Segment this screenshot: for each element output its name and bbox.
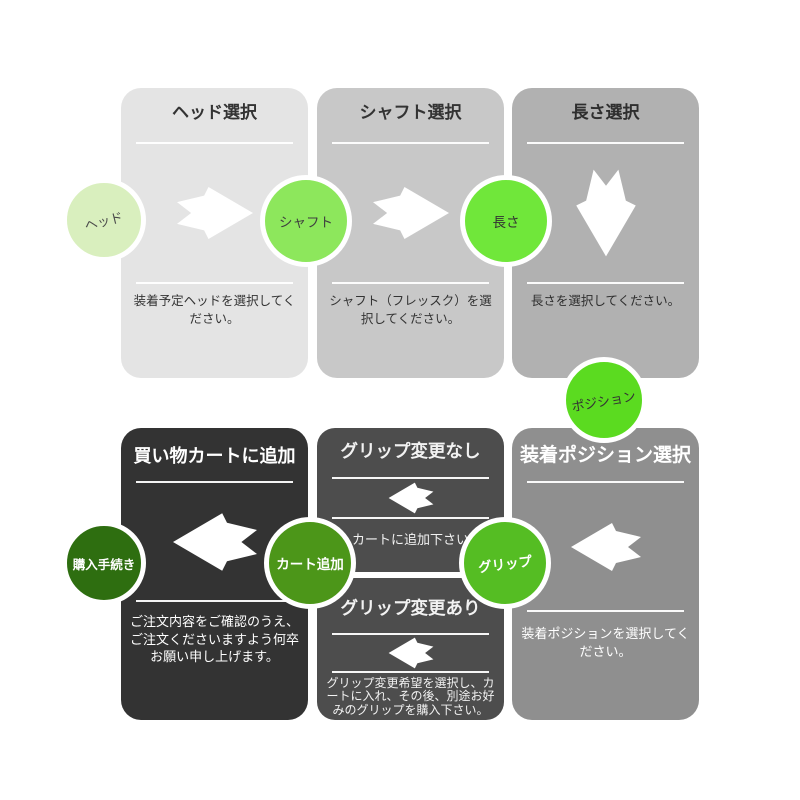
panel-title: 買い物カートに追加 [133,446,296,466]
left-arrow-icon [388,637,433,669]
badge-label: カート追加 [276,557,344,572]
badge-label: 購入手続き [72,557,136,572]
badge-cart-add: カート追加 [264,517,356,609]
divider [527,481,684,483]
badge-length: 長さ [460,175,552,267]
badge-position: ポジション [561,357,647,443]
badge-head: ヘッド [62,178,146,262]
panel-description: 装着予定ヘッドを選択してください。 [133,294,296,326]
badge-label: グリップ [477,553,533,576]
panel-description: ご注文内容をご確認のうえ、ご注文くださいますよう何卒お願い申し上げます。 [130,614,300,665]
badge-purchase: 購入手続き [62,521,146,605]
panel-description: 装着ポジションを選択してください。 [521,626,690,660]
panel-description: グリップ変更希望を選択し、カートに入れ、その後、別途お好みのグリップを購入下さい… [326,676,495,717]
divider [136,600,293,602]
badge-grip: グリップ [459,517,551,609]
divider [527,142,684,144]
divider [332,633,489,635]
divider [332,282,489,284]
panel-title: グリップ変更あり [340,598,481,618]
panel-title: 長さ選択 [571,103,640,122]
panel-title: 装着ポジション選択 [519,445,691,466]
divider [527,282,684,284]
down-arrow-icon [575,169,636,257]
divider [332,477,489,479]
divider [527,610,684,612]
divider [332,671,489,673]
divider [136,142,293,144]
right-arrow-icon [372,186,449,240]
panel-length-selection: 長さ選択 長さを選択してください。 [512,88,699,378]
panel-description: シャフト（フレッスク）を選択してください。 [329,294,492,326]
divider [332,517,489,519]
panel-description: 長さを選択してください。 [530,294,681,308]
panel-grip-change: グリップ変更あり グリップ変更希望を選択し、カートに入れ、その後、別途お好みのグ… [317,578,504,720]
badge-label: シャフト [279,215,333,230]
right-arrow-icon [176,186,253,240]
panel-add-to-cart: 買い物カートに追加 ご注文内容をご確認のうえ、ご注文くださいますよう何卒お願い申… [121,428,308,720]
panel-title: シャフト選択 [359,103,462,122]
divider [332,142,489,144]
divider [136,481,293,483]
divider [136,282,293,284]
badge-label: ヘッド [83,208,125,233]
badge-shaft: シャフト [260,175,352,267]
panel-title: ヘッド選択 [172,103,257,122]
left-arrow-icon [172,512,257,571]
badge-label: ポジション [570,387,638,415]
panel-title: グリップ変更なし [340,441,481,461]
panel-description: カートに追加下さい [351,532,469,547]
left-arrow-icon [388,482,433,514]
badge-label: 長さ [492,215,520,230]
left-arrow-icon [570,522,641,571]
